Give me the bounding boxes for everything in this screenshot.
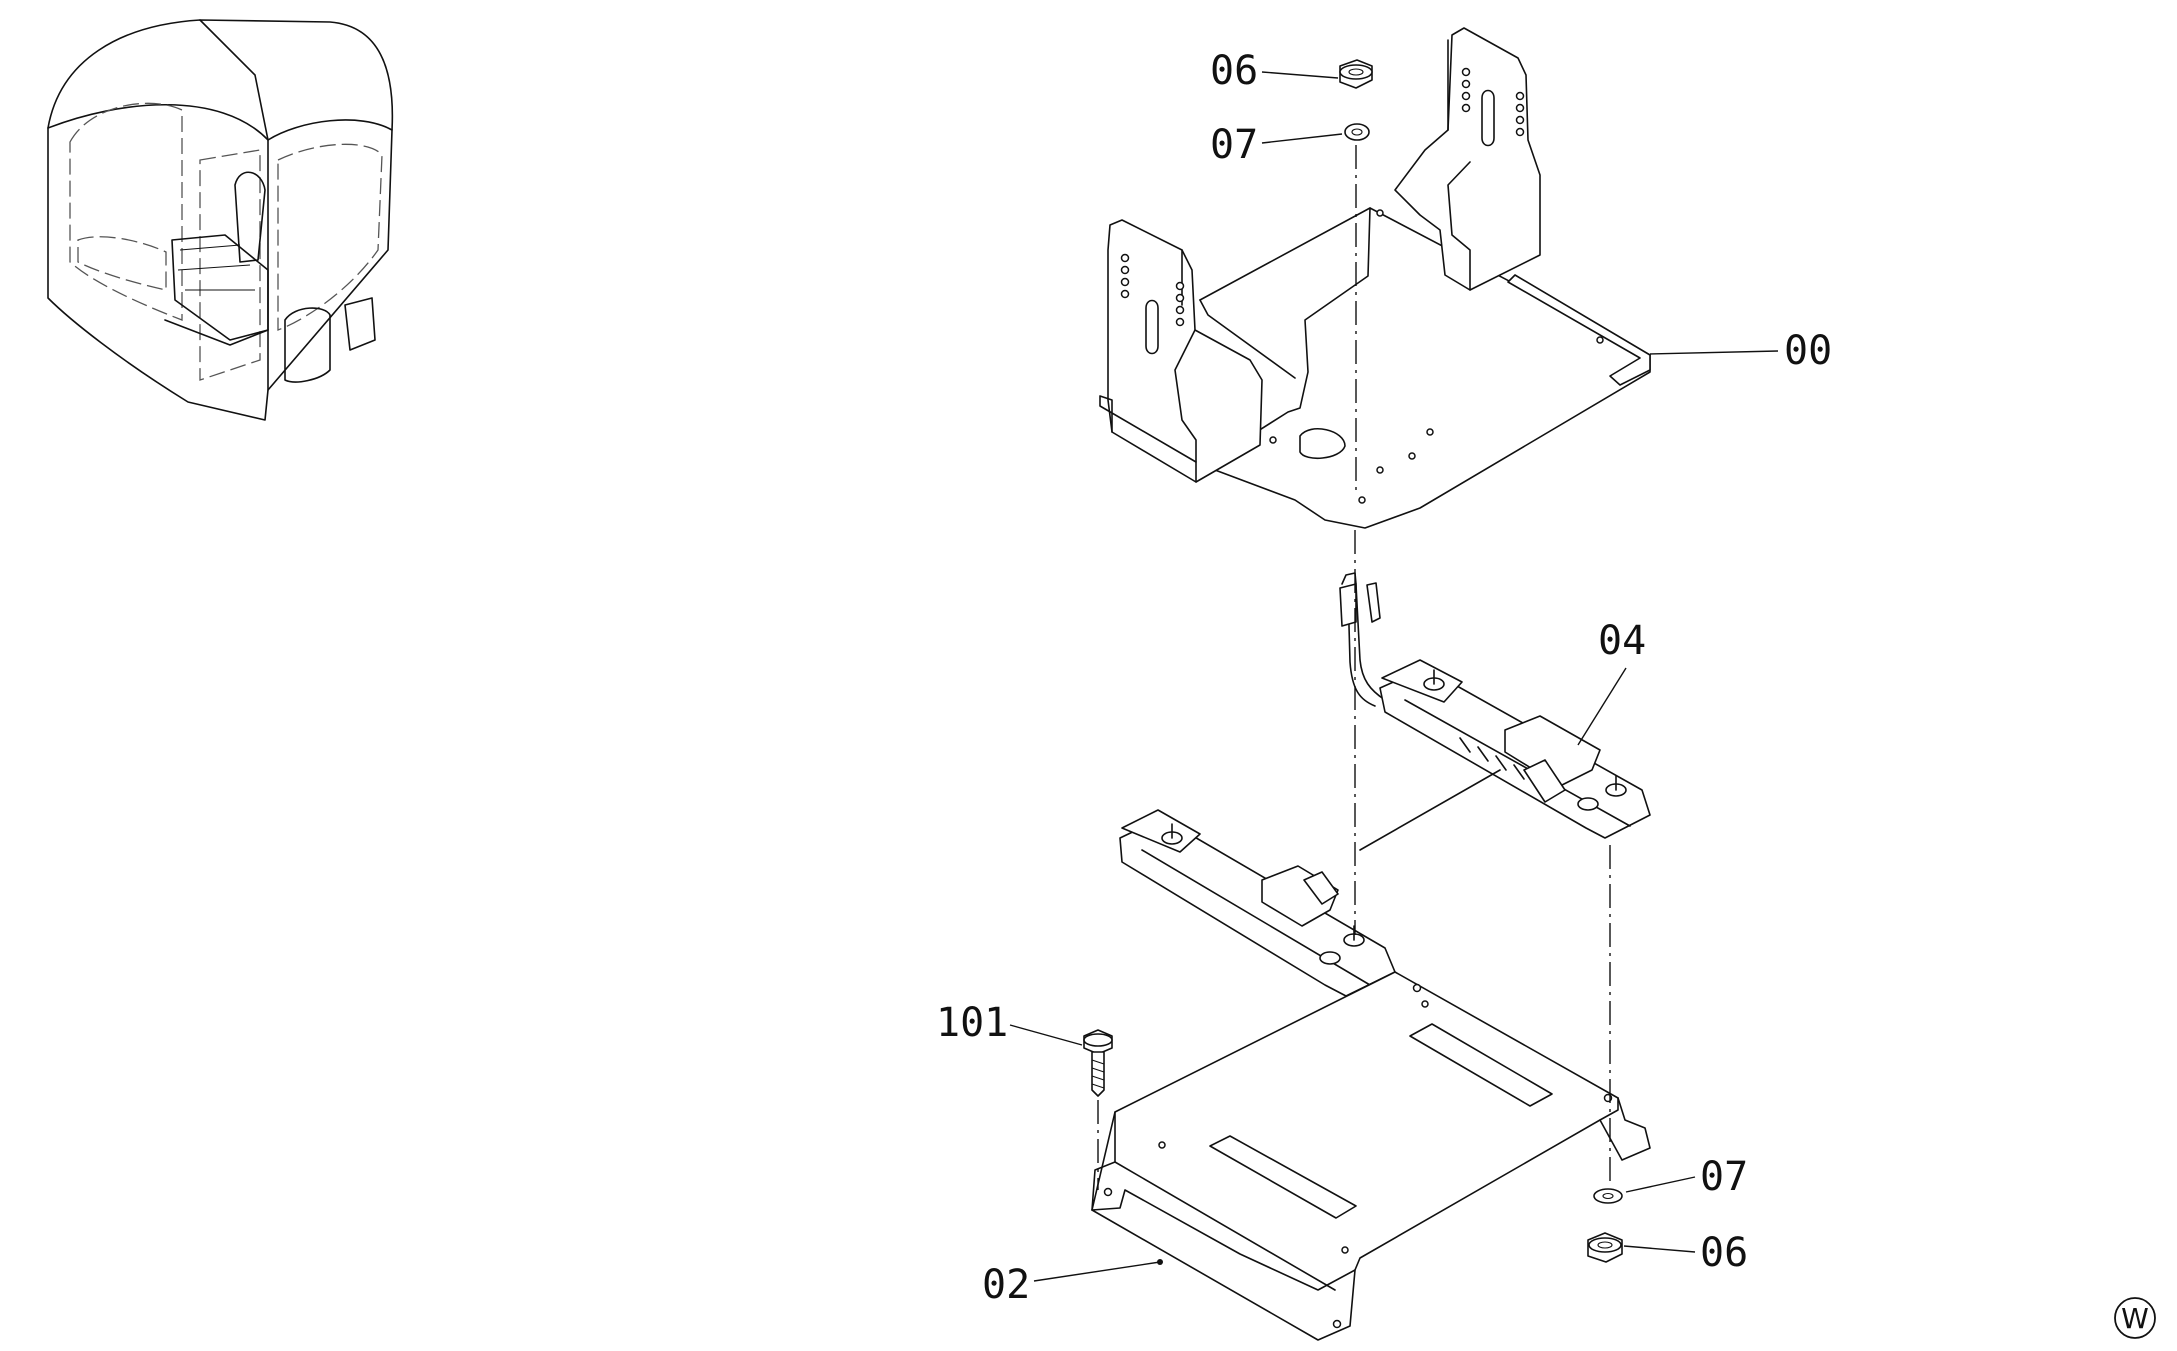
callout-07-top: 07	[1210, 122, 1258, 168]
w-mark: W	[2114, 1297, 2156, 1339]
hex-nut-bottom	[1587, 1232, 1623, 1263]
seat-stand-frame	[1099, 27, 1651, 529]
callout-06-bottom: 06	[1700, 1230, 1748, 1276]
callout-leaders	[1009, 71, 1779, 1282]
callout-02: 02	[982, 1262, 1030, 1308]
washer-bottom	[1593, 1188, 1623, 1204]
assembly-centerlines	[1097, 145, 1611, 1190]
w-mark-letter: W	[2121, 1302, 2149, 1335]
base-plate	[1091, 971, 1651, 1341]
callout-06-top: 06	[1210, 48, 1258, 94]
callout-04: 04	[1598, 618, 1646, 664]
washer-top	[1344, 123, 1370, 141]
bolt-101	[1083, 1029, 1113, 1097]
cab-overview-illustration	[47, 19, 394, 421]
callout-00: 00	[1784, 328, 1832, 374]
seat-slide-rails	[1119, 572, 1651, 997]
hex-nut-top	[1339, 59, 1373, 89]
callout-101: 101	[936, 1000, 1008, 1046]
callout-07-bottom: 07	[1700, 1154, 1748, 1200]
